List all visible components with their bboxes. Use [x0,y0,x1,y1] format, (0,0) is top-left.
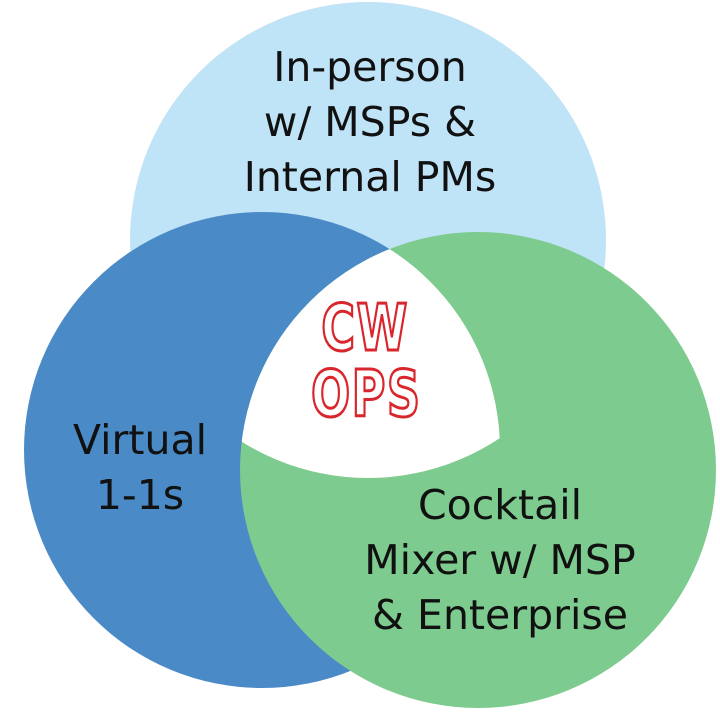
cocktail-label: Cocktail Mixer w/ MSP & Enterprise [330,478,670,643]
cocktail-line-2: Mixer w/ MSP [364,536,636,584]
cocktail-line-3: & Enterprise [372,591,628,639]
virtual-line-1: Virtual [73,416,207,464]
in-person-line-1: In-person [273,43,467,91]
virtual-label: Virtual 1-1s [20,413,260,523]
center-intersection [240,232,500,478]
virtual-line-2: 1-1s [95,471,185,519]
in-person-line-2: w/ MSPs & [263,98,477,146]
cwops-logo: CW OPS [310,292,422,432]
cocktail-line-1: Cocktail [418,481,582,529]
in-person-label: In-person w/ MSPs & Internal PMs [200,40,540,205]
in-person-line-3: Internal PMs [243,153,497,201]
logo-line-2: OPS [310,358,422,432]
logo-line-1: CW [320,292,409,366]
